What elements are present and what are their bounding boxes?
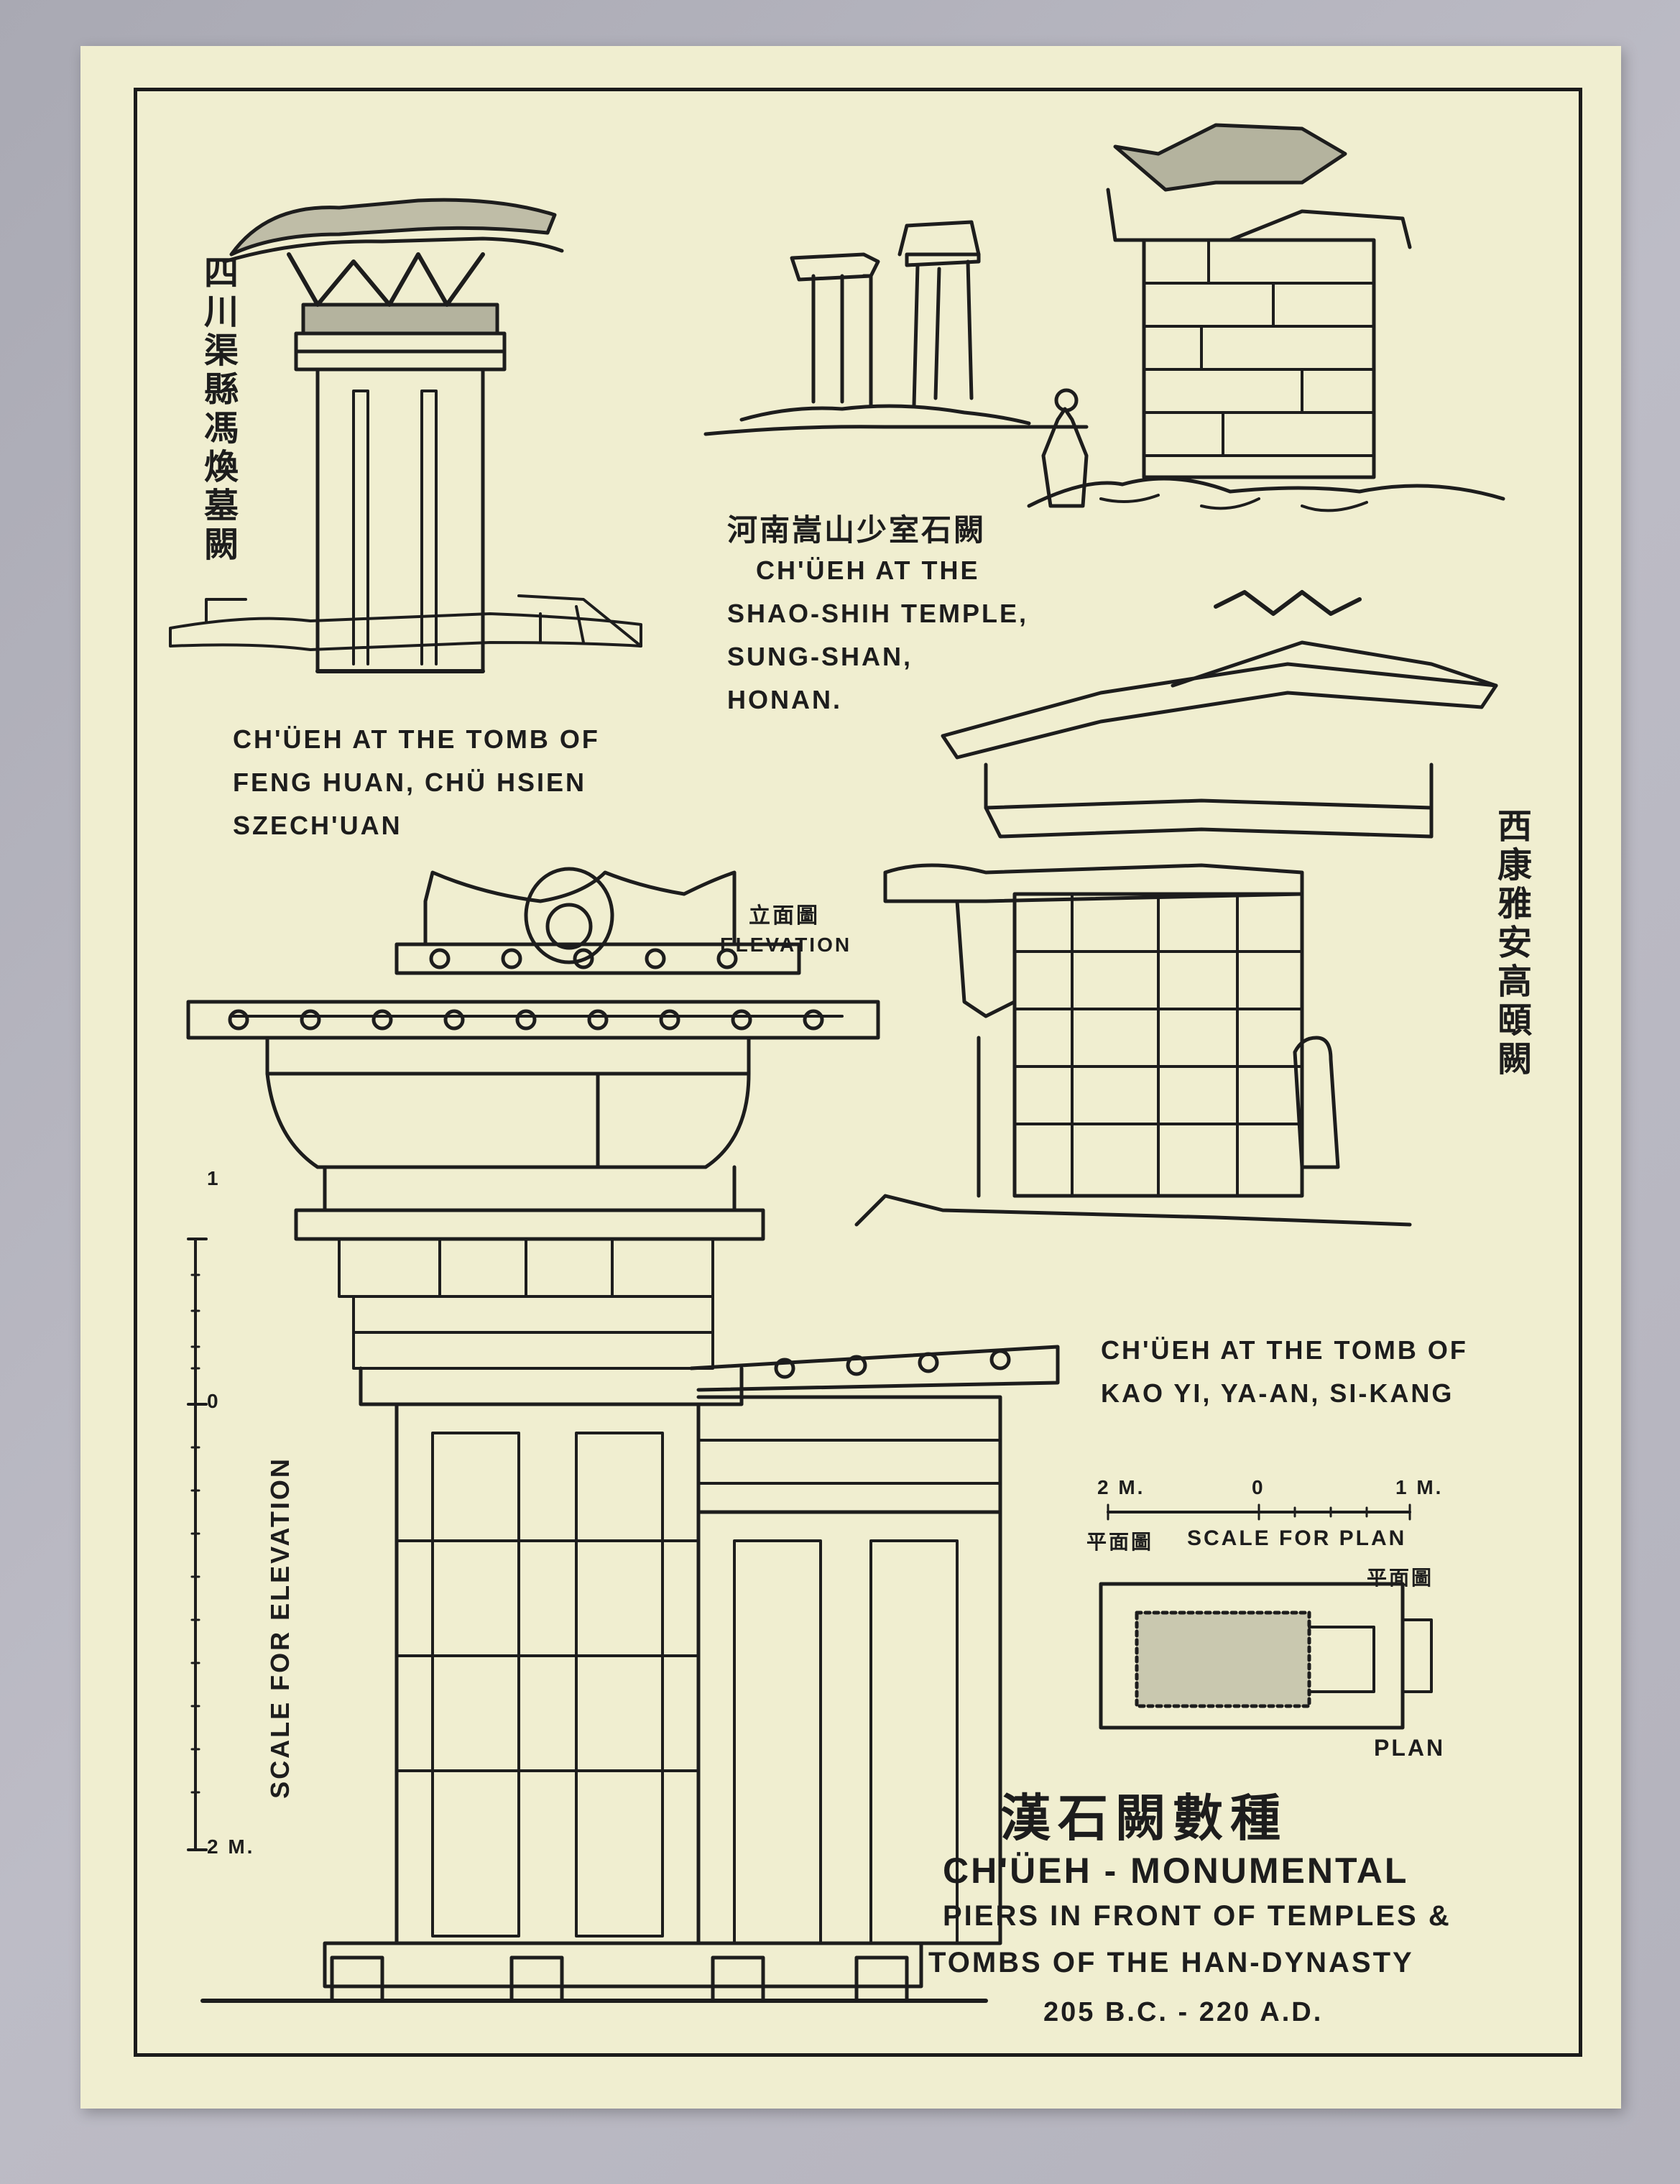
elevation-chinese-label: 立面圖: [749, 903, 820, 929]
plan-scale-label: SCALE FOR PLAN: [1187, 1526, 1407, 1550]
feng-huan-pier-drawing: [169, 198, 642, 673]
shao-shih-chinese-label: 河南嵩山少室石闕: [727, 512, 987, 548]
shao-shih-caption-1: CH'ÜEH AT THE: [756, 556, 980, 585]
elevation-scale-mid-tick: 0: [207, 1390, 221, 1412]
elevation-scale-bottom-tick: 2 M.: [207, 1835, 255, 1858]
shao-shih-caption-2: SHAO-SHIH TEMPLE,: [727, 599, 1029, 628]
plan-drawing: [1099, 1582, 1433, 1730]
kao-yi-caption-2: KAO YI, YA-AN, SI-KANG: [1101, 1378, 1454, 1408]
elevation-scale-top-tick: 1: [207, 1167, 221, 1189]
plan-scale-chinese: 平面圖: [1086, 1530, 1154, 1554]
kao-yi-caption-1: CH'ÜEH AT THE TOMB OF: [1101, 1335, 1468, 1365]
ruined-pier-drawing: [1027, 123, 1505, 512]
elevation-label: ELEVATION: [720, 934, 852, 956]
feng-huan-caption-2: FENG HUAN, CHÜ HSIEN: [233, 768, 587, 797]
plan-label: PLAN: [1374, 1735, 1446, 1761]
architectural-drawings: [169, 123, 1505, 2003]
elevation-scale-label: SCALE FOR ELEVATION: [264, 1457, 295, 1799]
title-line-1: CH'ÜEH - MONUMENTAL: [943, 1851, 1409, 1891]
main-elevation-drawing: [186, 867, 1060, 2003]
feng-huan-caption-1: CH'ÜEH AT THE TOMB OF: [233, 724, 600, 754]
title-line-2: PIERS IN FRONT OF TEMPLES &: [943, 1900, 1451, 1932]
title-dates: 205 B.C. - 220 A.D.: [1043, 1997, 1324, 2027]
kao-yi-chinese-label: 西康雅安高頤闕: [1491, 808, 1531, 1079]
plan-scale-bar: [1107, 1503, 1411, 1521]
plan-chinese-label: 平面圖: [1367, 1566, 1434, 1590]
shao-shih-pier-drawing: [703, 220, 1089, 436]
kao-yi-pier-drawing: [854, 590, 1498, 1227]
plan-scale-middle: 0: [1252, 1476, 1265, 1498]
elevation-scale-bar: [187, 1238, 208, 1851]
feng-huan-chinese-label: 四川渠縣馮煥墓闕: [198, 254, 238, 565]
plan-scale-right: 1 M.: [1395, 1476, 1444, 1498]
feng-huan-caption-3: SZECH'UAN: [233, 811, 402, 840]
drawing-sheet: 四川渠縣馮煥墓闕 CH'ÜEH AT THE TOMB OF FENG HUAN…: [80, 46, 1621, 2109]
shao-shih-caption-4: HONAN.: [727, 685, 842, 714]
sheet-border: [134, 88, 1582, 2057]
plan-scale-left: 2 M.: [1097, 1476, 1145, 1498]
title-chinese: 漢石闕數種: [1000, 1789, 1288, 1848]
shao-shih-caption-3: SUNG-SHAN,: [727, 642, 913, 671]
title-line-3: TOMBS OF THE HAN-DYNASTY: [928, 1947, 1414, 1978]
